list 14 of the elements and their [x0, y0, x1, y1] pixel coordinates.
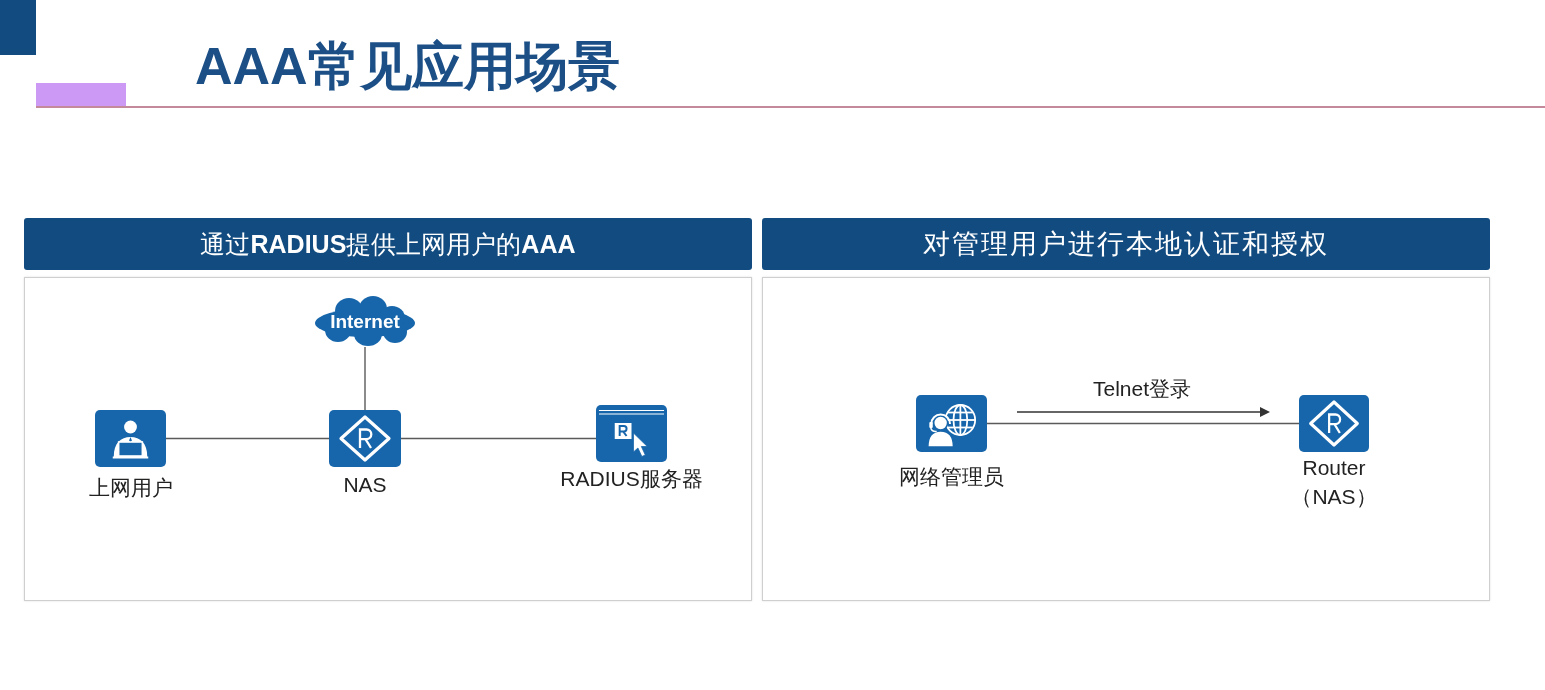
panel-header: 通过RADIUS提供上网用户的AAA: [24, 218, 752, 270]
connector-line: [400, 437, 597, 440]
page-title: AAA常见应用场景: [195, 36, 620, 96]
node-label: Router （NAS）: [1291, 455, 1377, 510]
connector-line: [364, 346, 366, 411]
node-label: RADIUS服务器: [560, 466, 703, 492]
node-label: Internet: [330, 310, 400, 333]
node-label: 上网用户: [88, 475, 173, 501]
connector-line: [165, 437, 330, 440]
text-label: Telnet登录: [1093, 376, 1191, 402]
node-label: 网络管理员: [899, 464, 1004, 490]
panel-header: 对管理用户进行本地认证和授权: [762, 218, 1490, 270]
node-label: NAS: [343, 472, 387, 498]
connector-line: [986, 422, 1300, 425]
